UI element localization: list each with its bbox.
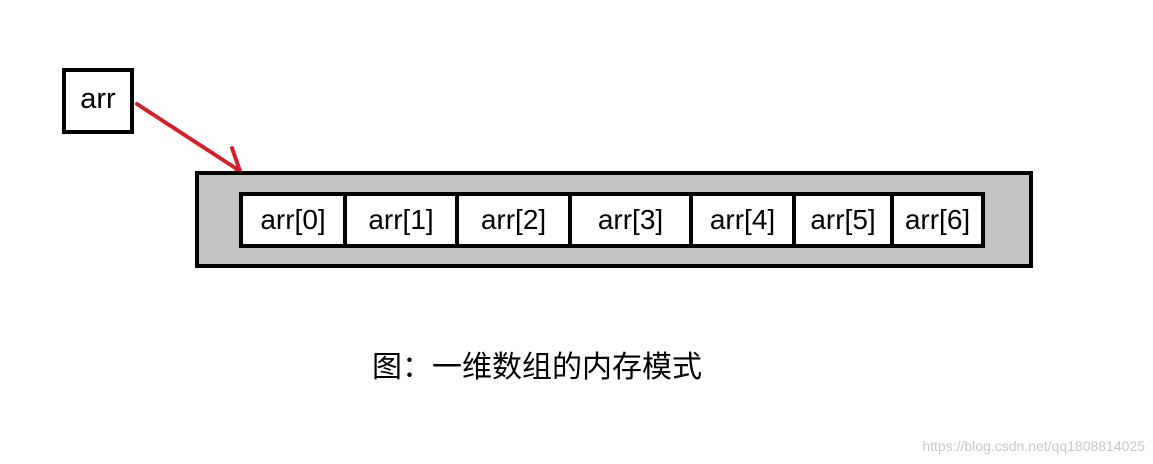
array-strip: [239, 192, 985, 248]
diagram-caption: 图：一维数组的内存模式: [372, 350, 702, 385]
cell-divider: [343, 195, 347, 245]
cell-divider: [792, 195, 796, 245]
array-cell-1: arr[1]: [368, 204, 434, 235]
array-cell-0: arr[0]: [260, 204, 326, 235]
array-cell-2: arr[2]: [480, 204, 547, 235]
source-watermark: https://blog.csdn.net/qq1808814025: [922, 438, 1145, 454]
cell-divider: [689, 195, 693, 245]
cell-divider: [568, 195, 572, 245]
cell-divider: [890, 195, 894, 245]
array-cell-5: arr[5]: [810, 204, 876, 235]
pointer-variable-box: arr: [62, 68, 134, 134]
pointer-label: arr: [80, 82, 116, 115]
cell-divider: [455, 195, 459, 245]
array-cell-6: arr[6]: [904, 204, 971, 235]
array-cell-4: arr[4]: [709, 204, 776, 235]
array-cell-3: arr[3]: [597, 204, 664, 235]
